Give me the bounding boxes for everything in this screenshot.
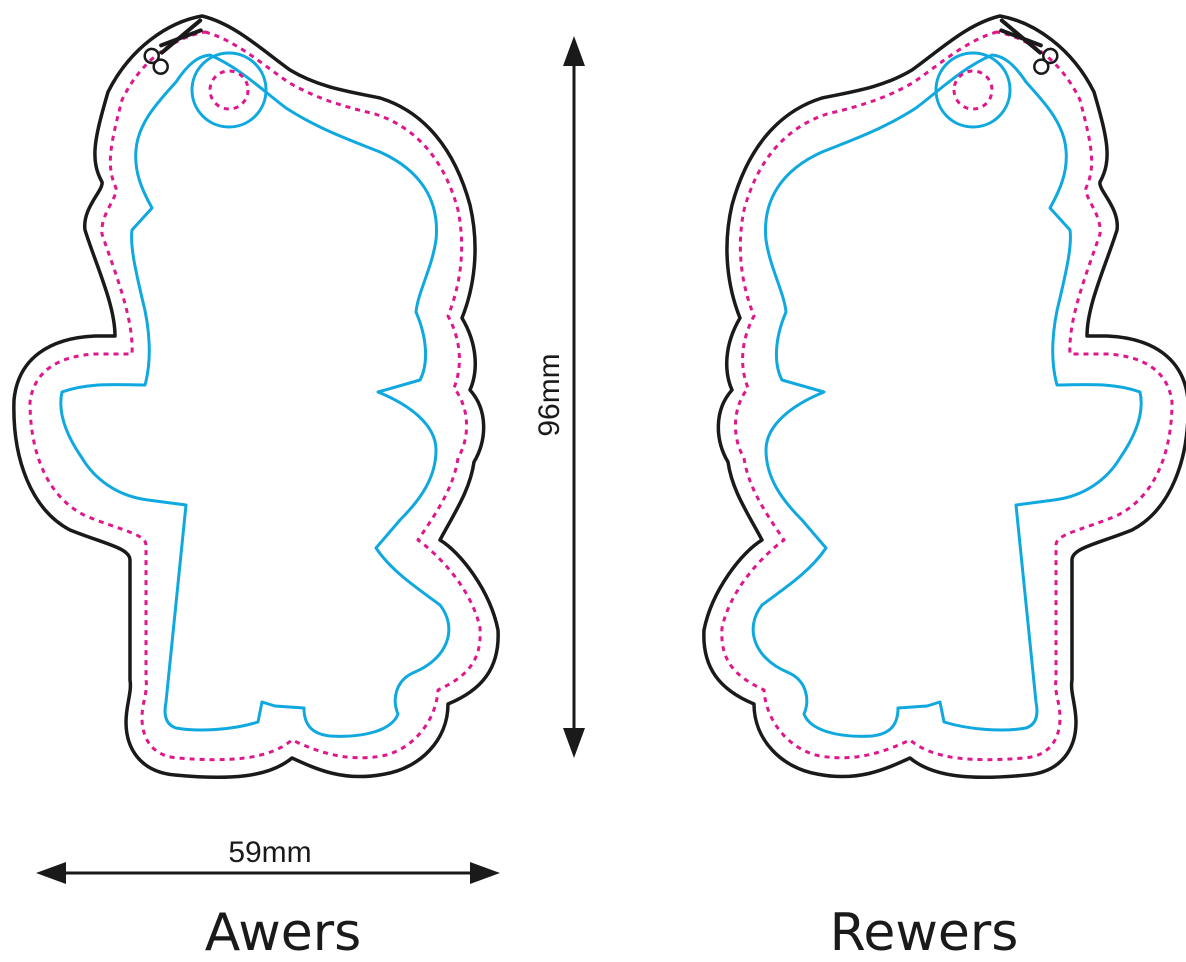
front-safe-line [59,53,451,738]
front-keychain-template [12,14,500,780]
back-hole-safe-circle [934,51,1012,129]
back-hole-bleed-circle [952,69,994,111]
arrow-head-icon [36,862,66,884]
arrow-head-icon [563,36,585,66]
back-keychain-template [702,14,1186,780]
front-hole-safe-circle [190,51,268,129]
arrow-head-icon [563,728,585,758]
back-cut-line [702,14,1186,780]
width-label: 59mm [228,836,311,869]
width-dimension: 59mm [36,836,500,884]
front-hole-bleed-circle [208,69,250,111]
back-safe-line [751,53,1143,738]
scissors-icon [999,18,1059,75]
height-label: 96mm [533,353,566,436]
back-side-label: Rewers [830,903,1019,962]
arrow-head-icon [470,862,500,884]
scissors-icon [143,18,203,75]
front-side-label: Awers [205,903,361,962]
front-cut-line [12,14,500,780]
height-dimension: 96mm [533,36,585,758]
